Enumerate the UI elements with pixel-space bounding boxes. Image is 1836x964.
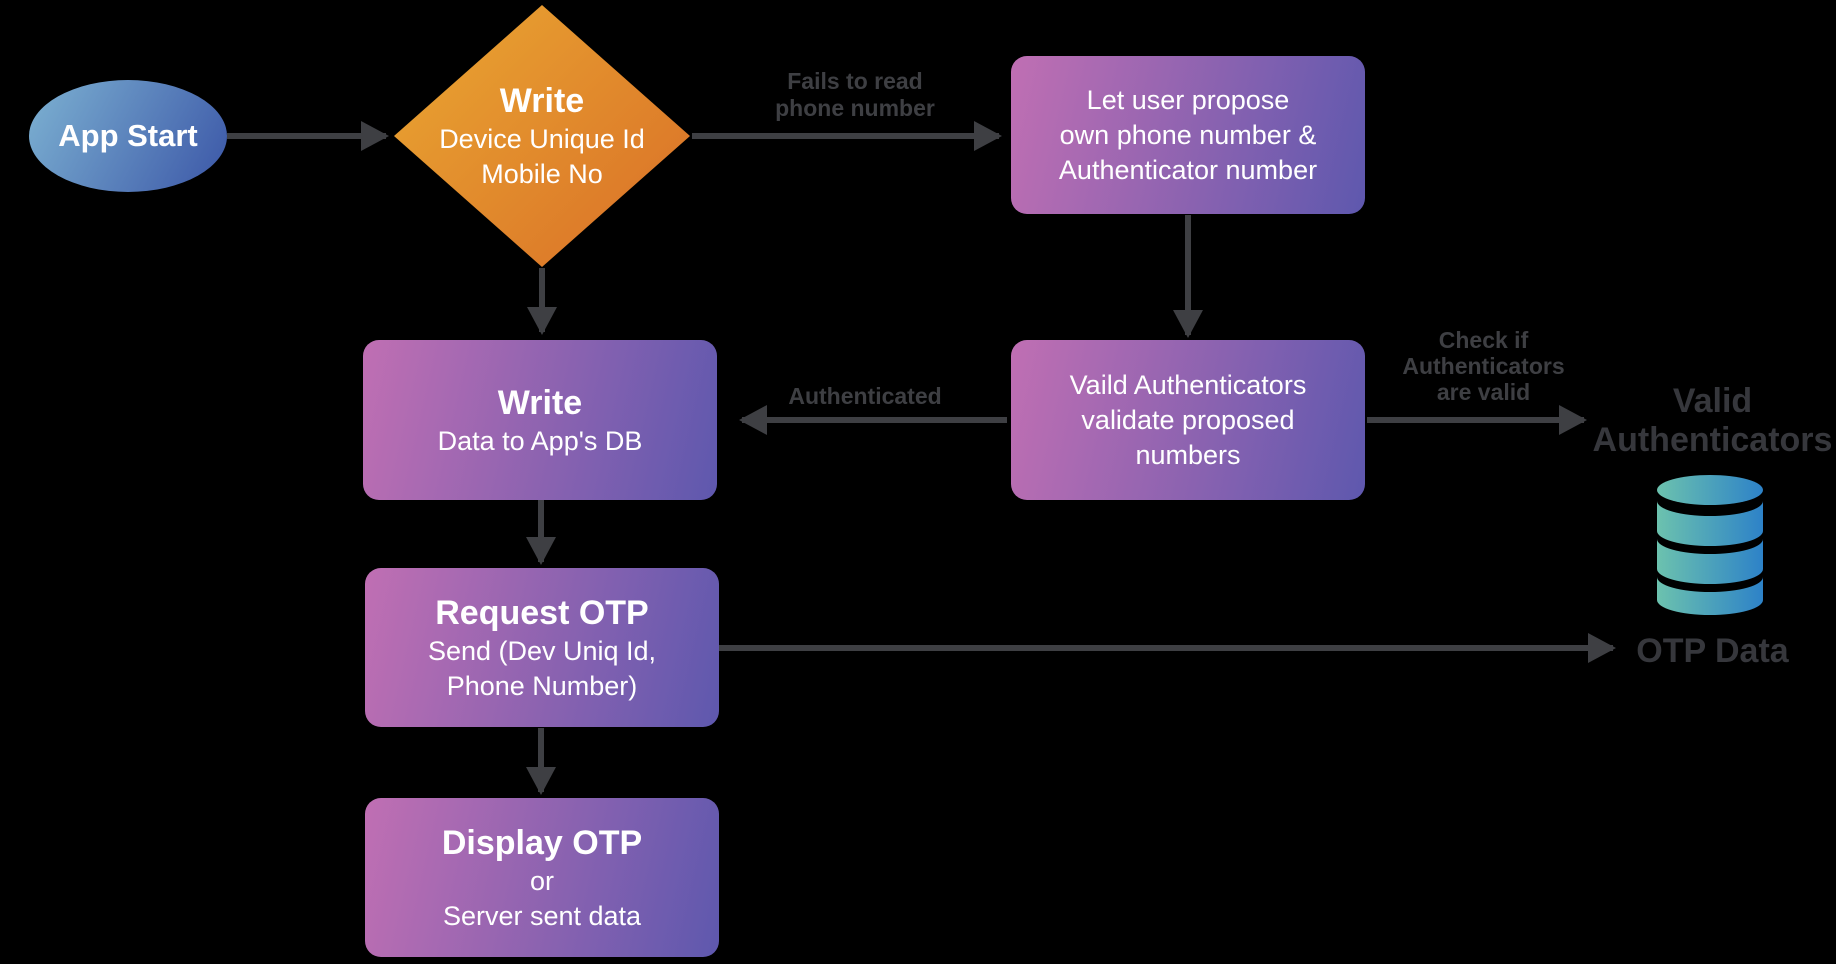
database-band-3	[1657, 577, 1763, 615]
node-validators: Vaild Authenticators validate proposed n…	[1011, 340, 1365, 500]
let-user-propose-line1: Let user propose	[1086, 84, 1290, 115]
otp-data-text: OTP Data	[1636, 632, 1789, 670]
valid-authenticators-heading: Valid Authenticators	[1565, 382, 1836, 460]
request-otp-title: Request OTP	[435, 593, 649, 632]
valid-authenticators-heading-line2: Authenticators	[1592, 421, 1833, 459]
valid-authenticators-heading-line1: Valid	[1672, 382, 1753, 420]
edge-label-fails-to-read: Fails to read phone number	[735, 68, 975, 122]
validators-line3: numbers	[1135, 439, 1241, 470]
edge-label-check-if-valid: Check if Authenticators are valid	[1386, 327, 1581, 405]
check-if-valid-line2: Authenticators	[1402, 353, 1565, 379]
write-decision-line1: Device Unique Id	[439, 124, 645, 154]
database-icon	[1657, 475, 1763, 615]
database-band-1	[1657, 501, 1763, 546]
node-write-db: Write Data to App's DB	[363, 340, 717, 500]
fails-to-read-line2: phone number	[775, 95, 935, 121]
database-top-cap	[1657, 475, 1763, 505]
validators-line2: validate proposed	[1081, 404, 1295, 435]
node-let-user-propose: Let user propose own phone number & Auth…	[1011, 56, 1365, 214]
write-db-title: Write	[497, 383, 583, 422]
node-request-otp: Request OTP Send (Dev Uniq Id, Phone Num…	[365, 568, 719, 727]
let-user-propose-line3: Authenticator number	[1058, 154, 1318, 185]
write-decision-line2: Mobile No	[481, 159, 603, 189]
display-otp-title: Display OTP	[441, 823, 643, 862]
request-otp-line1: Send (Dev Uniq Id,	[427, 635, 657, 666]
display-otp-line2: Server sent data	[442, 900, 642, 931]
node-app-start: App Start	[29, 80, 227, 192]
validators-line1: Vaild Authenticators	[1069, 369, 1307, 400]
write-db-subtitle: Data to App's DB	[437, 425, 643, 456]
check-if-valid-line3: are valid	[1436, 379, 1531, 405]
let-user-propose-line2: own phone number &	[1059, 119, 1317, 150]
database-band-2	[1657, 539, 1763, 584]
request-otp-line2: Phone Number)	[446, 670, 638, 701]
app-start-label: App Start	[58, 118, 198, 153]
otp-data-label: OTP Data	[1600, 632, 1825, 671]
edge-label-authenticated: Authenticated	[745, 383, 985, 410]
check-if-valid-line1: Check if	[1438, 327, 1529, 353]
authenticated-text: Authenticated	[788, 383, 942, 409]
display-otp-line1: or	[529, 865, 554, 896]
node-display-otp: Display OTP or Server sent data	[365, 798, 719, 957]
fails-to-read-line1: Fails to read	[787, 68, 923, 94]
write-decision-title: Write	[499, 82, 585, 120]
